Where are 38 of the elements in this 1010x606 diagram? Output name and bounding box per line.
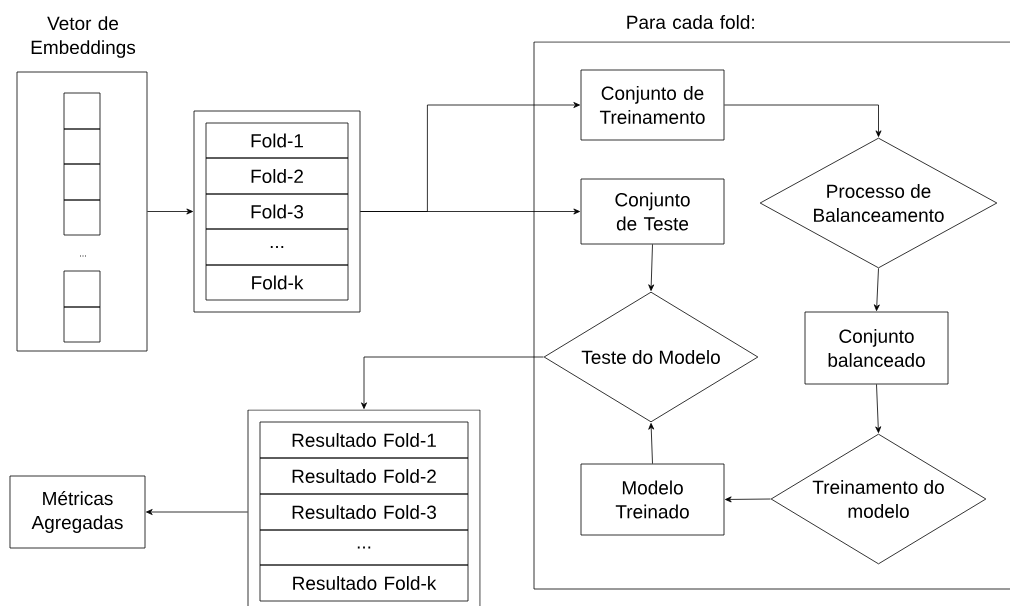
frame-heading: Para cada fold: [627, 15, 754, 29]
arrow [648, 244, 655, 291]
vector-cell [63, 163, 101, 201]
process-box: Conjunto balanceado [804, 311, 949, 385]
result-cell: Resultado Fold-k [259, 564, 469, 602]
column-heading: Vetor de Embeddings [31, 16, 136, 58]
arrow [875, 384, 882, 433]
fold-cell: ... [205, 228, 349, 266]
result-cell: Resultado Fold-2 [259, 457, 469, 495]
result-stack [247, 409, 481, 606]
vector-column [16, 16, 148, 352]
arrow [725, 496, 771, 503]
fold-cell: Fold-k [205, 264, 349, 301]
process-box: Conjunto de Teste [580, 178, 725, 245]
arrow [724, 104, 882, 137]
vector-cell [63, 128, 101, 165]
result-cell: Resultado Fold-3 [259, 493, 469, 531]
arrow [146, 509, 248, 515]
arrow [873, 268, 880, 311]
vector-cell [63, 92, 101, 130]
fold-cell: Fold-2 [205, 157, 349, 195]
process-box: Conjunto de Treinamento [580, 69, 725, 141]
result-cell: Resultado Fold-1 [259, 421, 469, 459]
process-box: Modelo Treinado [580, 463, 725, 536]
arrow [360, 208, 580, 215]
loop-frame [533, 15, 1010, 590]
arrow [147, 208, 193, 215]
vector-cell [63, 306, 101, 343]
vector-cell [63, 270, 101, 308]
ellipsis-text: ... [80, 255, 86, 257]
fold-stack [193, 110, 361, 313]
arrow [361, 356, 544, 409]
fold-cell: Fold-3 [205, 193, 349, 230]
vector-cell [63, 199, 101, 236]
arrow [648, 423, 655, 464]
result-cell: ... [259, 529, 469, 566]
fold-cell: Fold-1 [205, 122, 349, 159]
process-box: Métricas Agregadas [9, 475, 146, 549]
